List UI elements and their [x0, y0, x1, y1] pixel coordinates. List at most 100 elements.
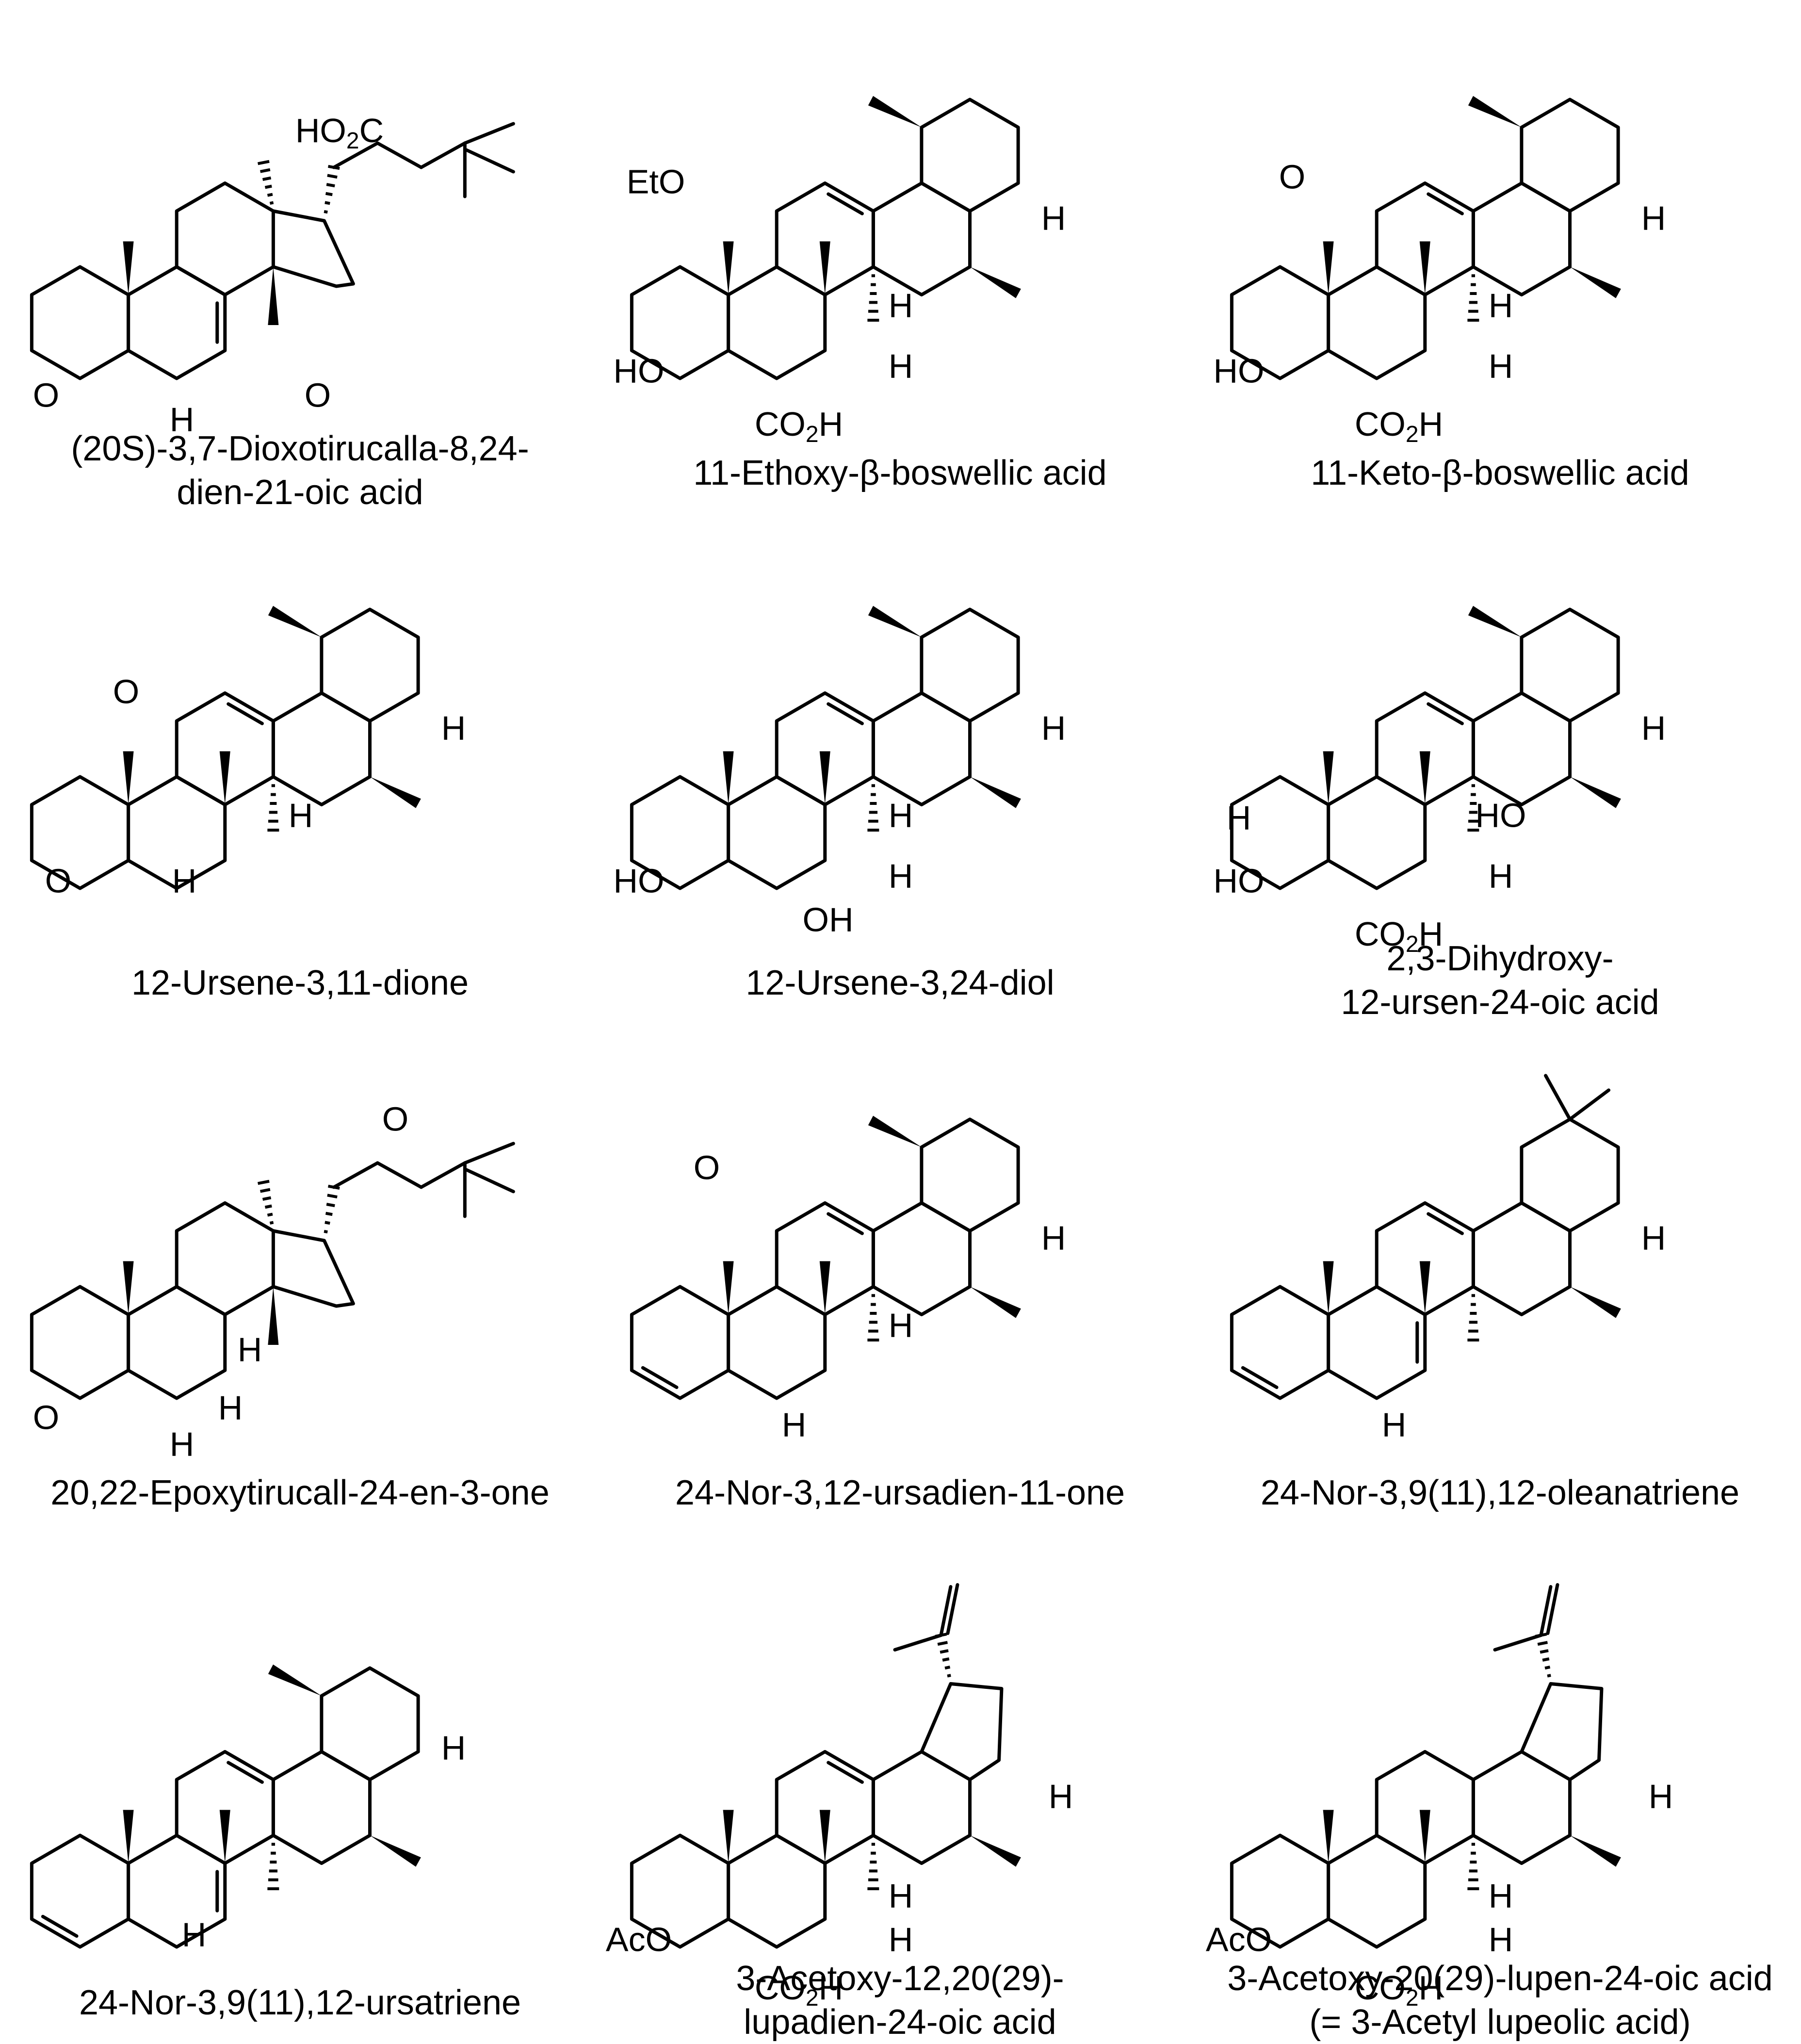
wedge-bond	[370, 1835, 421, 1867]
wedge-bond	[268, 1287, 279, 1345]
atom-label-eto: EtO	[627, 163, 685, 200]
atom-label-h: H	[1641, 1219, 1666, 1257]
compound-name-line: 2,3-Dihydroxy-	[1386, 939, 1614, 978]
compound-name-line: 12-ursen-24-oic acid	[1341, 983, 1659, 1022]
wedge-bond	[268, 267, 279, 325]
skeleton	[30, 605, 421, 890]
carbon-ring	[1230, 1285, 1330, 1400]
atom-label-h: H	[441, 1729, 466, 1766]
wedge-bond	[868, 1115, 922, 1147]
carbon-ring	[727, 1285, 827, 1400]
atom-label-h: H	[170, 400, 195, 438]
wedge-bond	[970, 267, 1021, 298]
atom-label-co2h: CO2H	[1355, 405, 1443, 447]
atom-label-h: H	[1489, 286, 1513, 324]
hashed-bond	[867, 784, 879, 832]
atom-label-ho: HO	[1476, 796, 1526, 834]
skeleton	[630, 605, 1021, 890]
atom-label-co2h: CO2H	[1355, 915, 1443, 957]
wedge-bond	[1419, 1810, 1430, 1864]
wedge-bond	[723, 241, 734, 295]
hashed-bond	[1467, 1294, 1479, 1341]
atom-label-h: H	[889, 796, 913, 834]
carbon-ring	[727, 775, 827, 890]
carbon-ring	[630, 1285, 730, 1400]
atom-label-h: H	[1382, 1406, 1407, 1443]
hashed-bond	[267, 1843, 279, 1890]
atom-label-o: O	[382, 1100, 408, 1138]
wedge-bond	[123, 751, 134, 805]
carbon-ring	[1471, 181, 1572, 296]
carbon-ring	[871, 1201, 972, 1316]
carbon-ring	[175, 181, 275, 296]
atom-label-h: H	[1641, 199, 1666, 237]
atom-label-h: H	[1049, 1777, 1073, 1815]
atom-label-h: H	[889, 1306, 913, 1344]
atom-label-h: H	[889, 286, 913, 324]
carbon-ring	[871, 691, 972, 806]
wedge-bond	[819, 241, 830, 295]
carbon-ring	[271, 691, 372, 806]
carbon-ring	[1327, 775, 1427, 890]
atom-label-h: H	[1489, 347, 1513, 385]
atom-label-o: O	[33, 1398, 59, 1436]
structure-drawing: HH	[30, 1664, 466, 1953]
carbon-ring	[271, 209, 355, 288]
atom-label-h: H	[182, 1915, 207, 1953]
carbon-ring	[127, 265, 227, 380]
compound-name-line: 11-Ethoxy-β-boswellic acid	[693, 454, 1107, 492]
compound-name-line: 3-Acetoxy-12,20(29)-	[736, 1959, 1064, 1998]
atom-label-h: H	[1041, 1219, 1066, 1257]
carbon-ring	[1327, 1285, 1427, 1400]
atom-label-co2h: CO2H	[755, 405, 843, 447]
carbon-ring	[320, 1666, 420, 1782]
wedge-bond	[1323, 1261, 1334, 1315]
wedge-bond	[723, 751, 734, 805]
structure-drawing: HH	[1230, 1074, 1666, 1443]
carbon-ring	[1471, 1201, 1572, 1316]
hashed-bond	[1467, 1843, 1479, 1890]
compound-name-line: (20S)-3,7-Dioxotirucalla-8,24-	[71, 429, 529, 468]
wedge-bond	[723, 1261, 734, 1315]
atom-label-h: H	[238, 1330, 262, 1368]
compound-name: 12-Ursene-3,11-dione	[0, 961, 600, 1005]
atom-label-h: H	[172, 862, 197, 899]
compound-name: 24-Nor-3,9(11),12-ursatriene	[0, 1981, 600, 2025]
compound-name: 11-Keto-β-boswellic acid	[1200, 451, 1800, 495]
hashed-bond	[1467, 784, 1479, 832]
wedge-bond	[268, 1664, 322, 1696]
wedge-bond	[819, 1810, 830, 1864]
atom-label-o: O	[305, 376, 331, 414]
hashed-bond	[258, 160, 274, 205]
wedge-bond	[1570, 1835, 1621, 1867]
compound-name-line: dien-21-oic acid	[177, 473, 423, 512]
atom-label-h: H	[1489, 1920, 1513, 1958]
atom-label-ho: HO	[614, 862, 665, 899]
hashed-bond	[867, 1843, 879, 1890]
carbon-ring	[127, 1833, 227, 1949]
carbon-ring	[1327, 265, 1427, 380]
wedge-bond	[1419, 241, 1430, 295]
carbon-ring	[320, 607, 420, 723]
atom-label-h: H	[1227, 799, 1251, 836]
wedge-bond	[819, 751, 830, 805]
wedge-bond	[1323, 1810, 1334, 1864]
skeleton	[30, 122, 515, 380]
carbon-ring	[871, 181, 972, 296]
